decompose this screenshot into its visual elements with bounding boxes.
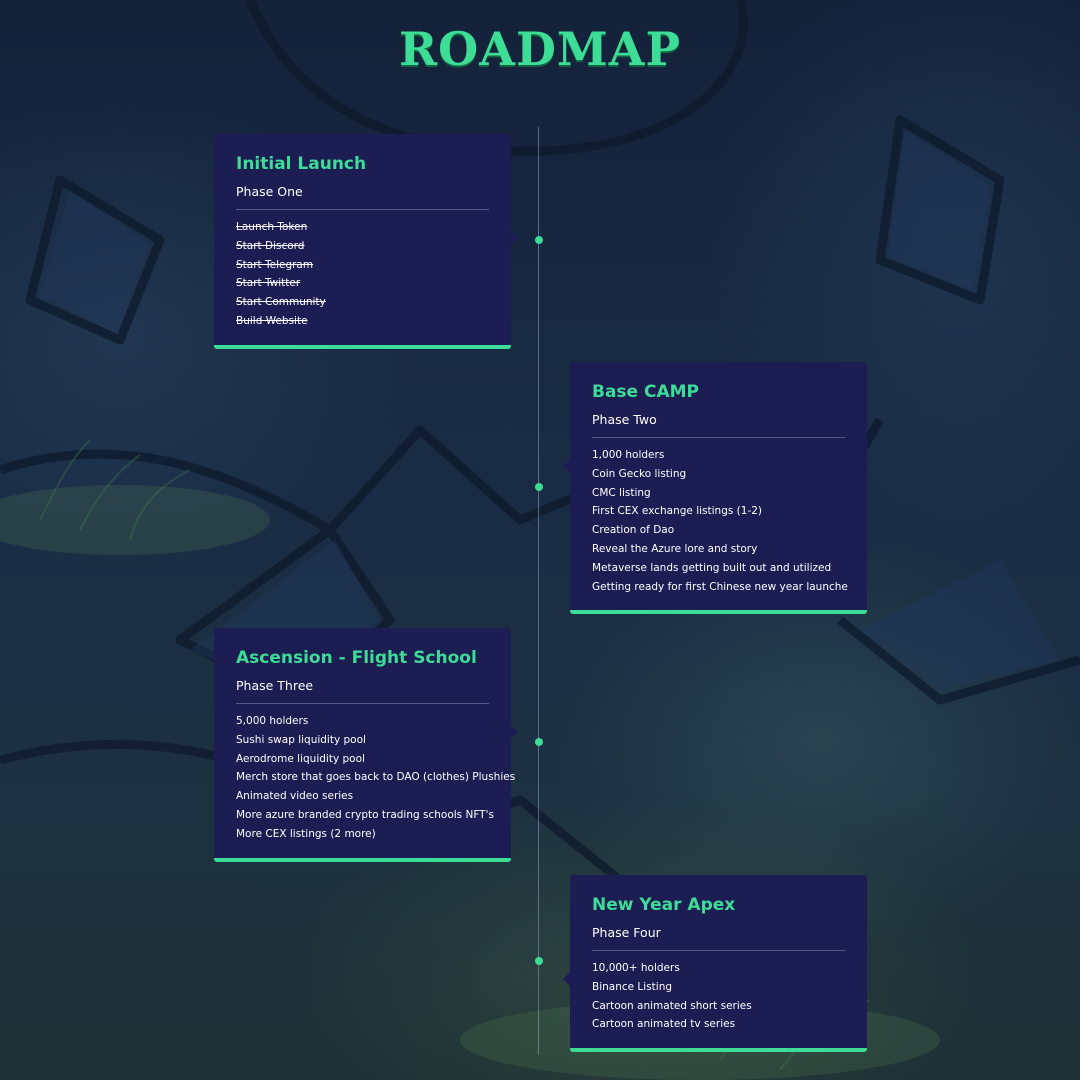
- phase-item: Build Website: [236, 314, 308, 327]
- timeline-line: [538, 127, 539, 1055]
- phase-item: Reveal the Azure lore and story: [592, 542, 758, 555]
- phase-item: Animated video series: [236, 790, 354, 803]
- phase-label: Phase Four: [592, 925, 661, 940]
- phase-item: Start Discord: [236, 239, 305, 252]
- timeline-dot-phase-four: [535, 957, 543, 965]
- phase-item: Start Twitter: [236, 277, 301, 290]
- timeline-dot-phase-two: [535, 483, 543, 491]
- phase-item: Start Community: [236, 296, 326, 309]
- phase-item: 10,000+ holders: [592, 962, 680, 974]
- card-divider: [236, 703, 489, 704]
- phase-item: Cartoon animated tv series: [592, 1018, 736, 1031]
- phase-label: Phase Three: [236, 678, 314, 693]
- phase-card-two: Base CAMP Phase Two 1,000 holders Coin G…: [563, 362, 867, 615]
- phase-item: 5,000 holders: [236, 715, 309, 727]
- phase-title: Base CAMP: [592, 382, 700, 402]
- phase-title: Initial Launch: [236, 154, 367, 174]
- phase-item: Merch store that goes back to DAO (cloth…: [236, 771, 516, 784]
- phase-label: Phase Two: [592, 412, 657, 427]
- phase-items: 10,000+ holders Binance Listing Cartoon …: [592, 959, 845, 1034]
- phase-items: 1,000 holders Coin Gecko listing CMC lis…: [592, 446, 848, 596]
- phase-item: More azure branded crypto trading school…: [236, 808, 494, 821]
- card-divider: [592, 950, 845, 951]
- phase-label: Phase One: [236, 184, 303, 199]
- phase-item: 1,000 holders: [592, 449, 665, 461]
- card-divider: [236, 209, 489, 210]
- phase-item: Launch Token: [236, 221, 308, 233]
- phase-items: 5,000 holders Sushi swap liquidity pool …: [236, 712, 516, 844]
- phase-item: More CEX listings (2 more): [236, 827, 376, 840]
- timeline-dot-phase-three: [535, 738, 543, 746]
- phase-item: Sushi swap liquidity pool: [236, 733, 366, 746]
- timeline-dot-phase-one: [535, 236, 543, 244]
- phase-item: Binance Listing: [592, 980, 673, 993]
- phase-item: Aerodrome liquidity pool: [236, 752, 365, 765]
- phase-item: Creation of Dao: [592, 524, 675, 537]
- phase-item: Coin Gecko listing: [592, 467, 687, 480]
- phase-title: New Year Apex: [592, 895, 736, 915]
- page-title: ROADMAP: [398, 22, 682, 76]
- phase-item: Start Telegram: [236, 258, 314, 271]
- phase-items: Launch Token Start Discord Start Telegra…: [236, 218, 489, 331]
- phase-card-three: Ascension - Flight School Phase Three 5,…: [214, 628, 518, 862]
- phase-item: Cartoon animated short series: [592, 999, 752, 1012]
- phase-item: Metaverse lands getting built out and ut…: [592, 561, 832, 574]
- phase-title: Ascension - Flight School: [236, 648, 477, 668]
- card-divider: [592, 437, 845, 438]
- phase-item: First CEX exchange listings (1-2): [592, 505, 763, 518]
- phase-card-four: New Year Apex Phase Four 10,000+ holders…: [563, 875, 867, 1053]
- phase-item: Getting ready for first Chinese new year…: [592, 580, 848, 593]
- phase-card-one: Initial Launch Phase One Launch Token St…: [214, 134, 518, 349]
- phase-item: CMC listing: [592, 486, 651, 499]
